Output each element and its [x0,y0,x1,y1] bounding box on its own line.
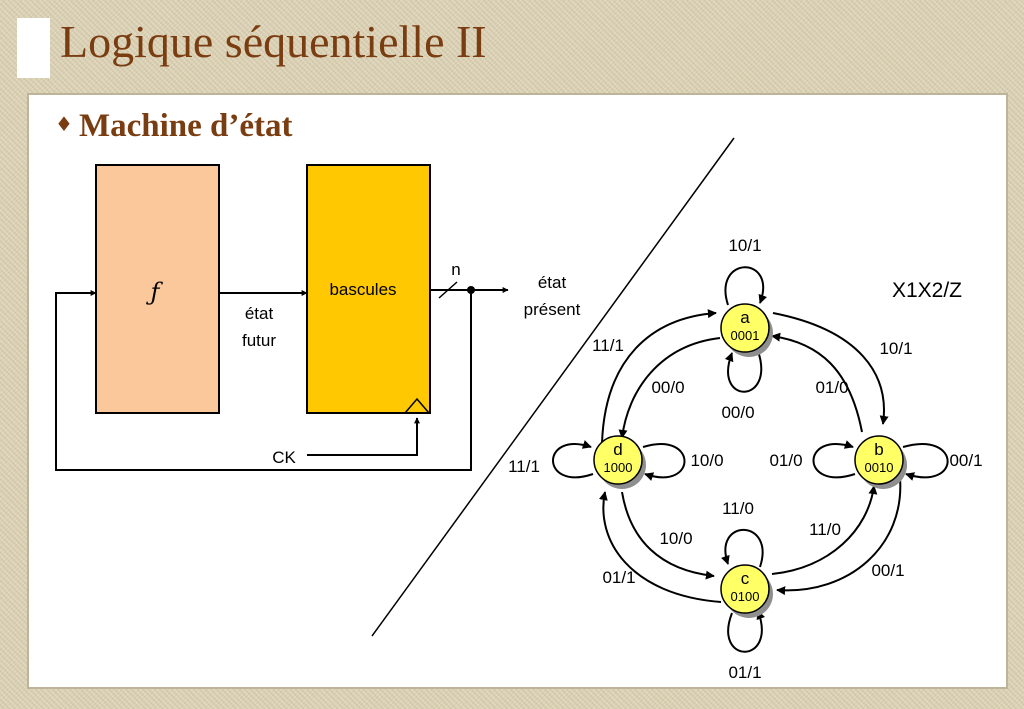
etat-futur-label-line1: état [245,304,274,323]
loop-d-right [642,443,686,481]
loop-b-left [812,440,856,479]
ck-label: CK [272,448,296,467]
state-b-name: b [874,440,883,459]
etat-present-label-line1: état [538,273,567,292]
label-c-to-d: 01/1 [602,568,635,587]
loop-b-right [902,443,949,481]
label-b-to-c: 00/1 [871,561,904,580]
section-bullet-row: ♦Machine d’état [55,108,292,145]
bus-width-slash [438,281,458,299]
loop-d-left [552,440,594,479]
arc-c-to-b [771,485,878,575]
diamond-bullet-icon: ♦ [55,112,73,136]
state-d: d 1000 [593,435,646,489]
label-d-loop-right: 10/0 [690,451,723,470]
loop-a-top [724,266,768,306]
label-d-to-a: 11/1 [592,336,624,355]
label-d-loop-left: 11/1 [508,457,540,476]
label-a-to-d: 00/0 [651,378,684,397]
label-a-to-b: 10/1 [879,339,912,358]
loop-a-bottom [724,350,763,393]
state-a-name: a [740,308,750,327]
f-block-label: ƒ [146,278,164,306]
title-tab-decoration [17,18,50,78]
state-c-name: c [741,569,750,588]
divider-line [371,137,735,637]
state-a-code: 0001 [731,328,760,343]
bascules-block-label: bascules [329,280,396,299]
label-a-loop-top: 10/1 [728,236,761,255]
label-c-to-b: 11/0 [809,520,841,539]
f-block [95,164,220,414]
section-heading: Machine d’état [78,108,293,144]
etat-futur-label-line2: futur [242,331,276,350]
page-title: Logique séquentielle II [60,16,487,67]
arc-d-to-c [621,491,715,580]
label-b-to-a: 01/0 [815,378,848,397]
label-b-loop-right: 00/1 [949,451,982,470]
arc-b-to-c [776,477,902,596]
state-c-code: 0100 [731,589,760,604]
arc-b-to-a [771,332,863,433]
label-b-loop-left: 01/0 [769,451,802,470]
clock-input-triangle [404,397,430,414]
state-c: c 0100 [720,564,773,618]
feedback-wire [55,290,472,471]
state-b: b 0010 [854,435,907,489]
label-d-to-c: 10/0 [659,529,692,548]
transition-legend: X1X2/Z [892,279,962,302]
state-a: a 0001 [720,303,773,357]
arc-a-to-b [772,312,889,425]
label-a-loop-bottom: 00/0 [721,403,754,422]
label-c-loop-bottom: 01/1 [728,663,761,682]
state-d-name: d [613,440,622,459]
state-graph: a 0001 b 0010 c 0100 d 1000 X1X2/Z 10/1 … [508,236,982,682]
block-diagram: ƒ bascules état futur n état présent CK [55,164,581,471]
label-c-loop-top: 11/0 [722,499,754,518]
state-b-code: 0010 [865,460,894,475]
loop-c-top [721,528,764,568]
arc-a-to-d [618,337,721,439]
arc-c-to-d [598,491,722,603]
state-d-code: 1000 [604,460,633,475]
loop-c-bottom [727,610,766,653]
clock-wire [307,417,420,456]
arc-d-to-a [601,309,717,444]
etat-present-label-line2: présent [524,300,581,319]
bus-width-label: n [451,260,460,279]
